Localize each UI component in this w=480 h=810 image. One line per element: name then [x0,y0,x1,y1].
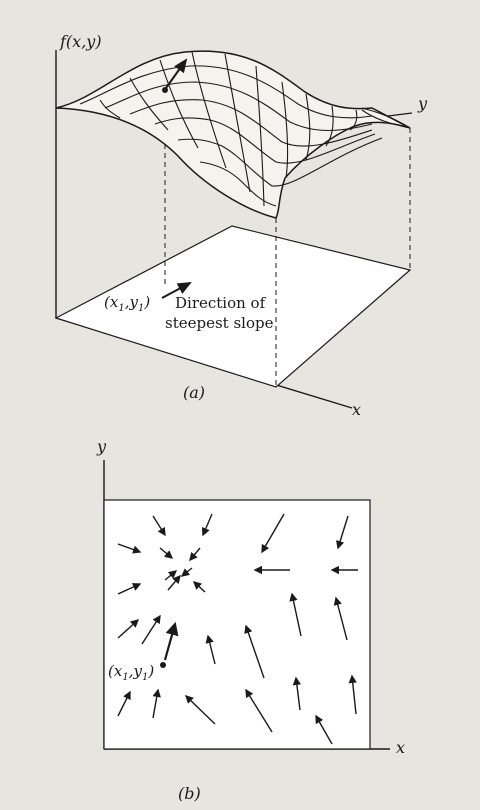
field-arrow [167,574,181,591]
figure-a: f(x,y) y x [54,32,428,419]
projection-lines [164,90,411,387]
b-x-axis-label: x [396,738,405,757]
field-arrow [245,688,273,733]
field-arrow [333,596,348,641]
field-arrow [152,688,161,719]
caption-a: (a) [183,383,205,402]
field-arrow [201,513,213,537]
z-axis-label: f(x,y) [59,32,102,51]
field-arrow [141,614,161,645]
vector-field-box [103,499,371,750]
field-arrow [244,624,265,679]
field-arrow [289,592,302,637]
field-arrow [348,674,357,715]
field-arrow [164,570,178,581]
caption-b: (b) [178,784,201,803]
field-arrow [205,634,216,665]
field-point [160,662,166,668]
figure-b: y x (x1,y1) (b) [96,437,405,803]
field-arrow [117,543,142,554]
field-arrow [292,676,302,711]
field-arrow [159,547,174,559]
surface [55,50,411,219]
field-arrow [192,581,206,593]
field-point-label: (x1,y1) [108,662,154,683]
y-axis-label: y [417,94,428,113]
vector-field [117,513,358,745]
field-arrow [189,547,201,562]
field-arrow [152,515,166,537]
field-arrow [117,583,142,595]
plane-point-label: (x1,y1) [104,293,150,314]
surface-point [162,87,168,93]
field-arrow [336,515,349,550]
field-arrow [117,690,131,717]
domain-plane [54,225,412,388]
surface-grid [79,51,411,207]
field-arrow [261,513,285,554]
b-y-axis-label: y [96,437,107,456]
field-arrow [117,619,140,639]
field-arrow [180,567,193,577]
field-arrow [315,714,333,745]
x-axis-label: x [352,400,361,419]
field-arrow [163,621,179,661]
direction-label-line2: steepest slope [165,314,274,332]
field-arrow [184,695,216,725]
plane-gradient-arrow [161,282,192,299]
surface-gradient-arrow [165,58,188,89]
direction-label-line1: Direction of [175,294,267,312]
